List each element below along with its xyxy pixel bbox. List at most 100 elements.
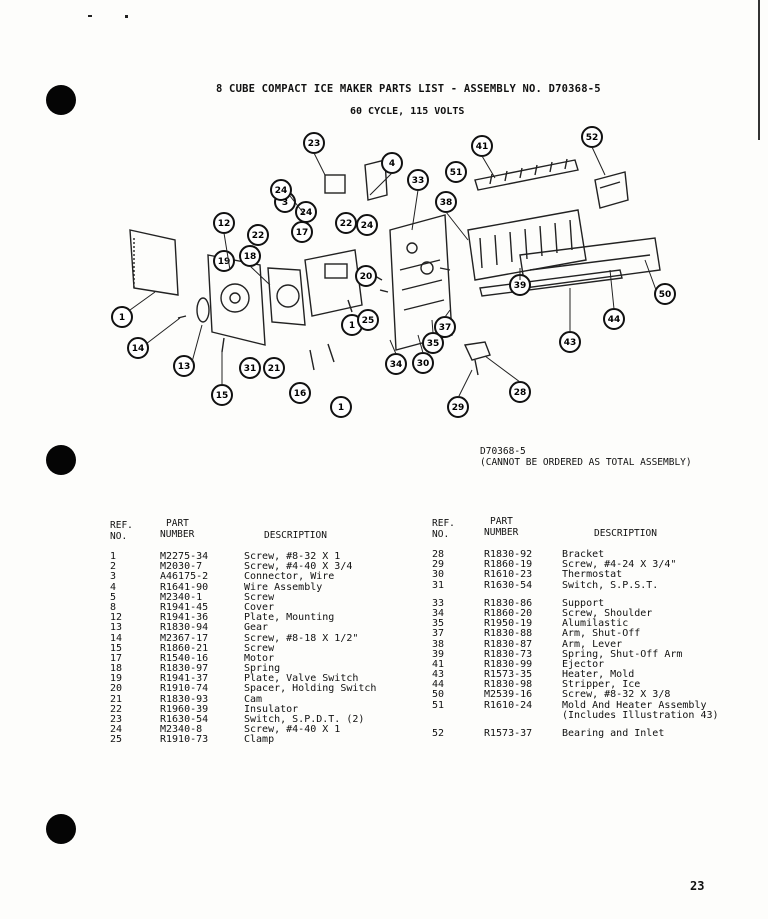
svg-text:1: 1 xyxy=(119,313,125,323)
part-number-cell: R1630-54 xyxy=(484,579,533,591)
svg-text:17: 17 xyxy=(296,228,309,238)
part-number-cell: R1630-54 xyxy=(160,714,209,725)
binder-hole-bottom xyxy=(46,814,76,844)
ref-no-cell: 19 xyxy=(110,673,123,685)
description-cell: Connector, Wire xyxy=(244,571,335,583)
ref-no-cell: 5 xyxy=(110,591,117,603)
svg-text:22: 22 xyxy=(252,231,265,241)
svg-text:13: 13 xyxy=(178,362,191,372)
part-number-cell: R1641-90 xyxy=(160,581,209,593)
part-number-cell: R1830-86 xyxy=(484,597,533,609)
svg-text:51: 51 xyxy=(450,168,463,178)
ref-no-cell: 23 xyxy=(110,714,123,725)
description-cell: Arm, Shut-Off xyxy=(562,628,641,640)
svg-text:52: 52 xyxy=(586,133,599,143)
svg-text:39: 39 xyxy=(514,281,527,291)
part-number-cell: M2367-17 xyxy=(160,632,209,644)
svg-text:31: 31 xyxy=(244,364,257,374)
part-number-cell xyxy=(484,711,562,721)
ref-no-cell: 12 xyxy=(110,612,123,624)
part-number-cell: R1830-87 xyxy=(484,638,533,650)
part-number-cell: R1830-92 xyxy=(484,549,533,560)
description-cell: Spring xyxy=(244,663,281,675)
description-cell: Screw, #8-32 X 1 xyxy=(244,551,341,562)
description-cell: (Includes Illustration 43) xyxy=(562,709,719,721)
ref-no-cell: 2 xyxy=(110,561,117,573)
part-number-cell: R1830-73 xyxy=(484,648,533,660)
ref-no-cell xyxy=(432,711,484,721)
description-cell: Arm, Lever xyxy=(562,638,623,650)
svg-text:23: 23 xyxy=(308,139,321,149)
description-cell: Bracket xyxy=(562,549,605,560)
svg-text:14: 14 xyxy=(132,344,145,354)
svg-text:3: 3 xyxy=(282,198,288,208)
description-cell: Ejector xyxy=(562,658,605,670)
exploded-parts-diagram: 1 14 13 15 12 19 22 18 3 24 17 23 24 22 … xyxy=(111,126,676,418)
description-cell: Cam xyxy=(244,693,263,705)
part-number-header: PART NUMBER xyxy=(160,518,195,540)
ref-no-cell: 17 xyxy=(110,652,123,664)
ref-no-header: REF. NO. xyxy=(432,518,455,540)
part-number-cell: R1830-97 xyxy=(160,663,209,675)
description-cell: Gear xyxy=(244,622,269,634)
ref-no-cell: 21 xyxy=(110,693,123,705)
ref-no-cell: 14 xyxy=(110,632,123,644)
part-number-header: PART NUMBER xyxy=(484,516,519,538)
description-cell: Bearing and Inlet xyxy=(562,728,665,739)
ref-no-cell: 4 xyxy=(110,581,117,593)
table-row: (Includes Illustration 43) xyxy=(432,709,719,721)
svg-text:41: 41 xyxy=(476,142,489,152)
svg-text:16: 16 xyxy=(294,389,307,399)
ref-no-cell: 18 xyxy=(110,663,123,675)
description-header: DESCRIPTION xyxy=(594,528,657,539)
ref-no-cell: 43 xyxy=(432,669,445,681)
part-number-cell: R1860-21 xyxy=(160,642,209,654)
scan-mark xyxy=(88,15,92,17)
part-number-cell: R1860-20 xyxy=(484,607,533,619)
svg-text:24: 24 xyxy=(275,186,288,196)
ref-no-cell: 31 xyxy=(432,579,445,591)
part-number-cell: A46175-2 xyxy=(160,571,209,583)
part-number-cell: R1830-88 xyxy=(484,628,533,640)
ref-no-cell: 33 xyxy=(432,597,445,609)
part-number-cell: R1573-35 xyxy=(484,669,533,681)
description-cell: Stripper, Ice xyxy=(562,679,641,691)
part-outlines xyxy=(129,158,661,376)
description-cell: Screw, Shoulder xyxy=(562,607,653,619)
ref-no-cell: 24 xyxy=(110,724,123,736)
description-cell: Screw, #4-24 X 3/4" xyxy=(562,559,677,571)
svg-text:12: 12 xyxy=(218,219,231,229)
part-number-cell: M2340-8 xyxy=(160,724,203,736)
ref-no-cell: 28 xyxy=(432,549,445,560)
binder-hole-top xyxy=(46,85,76,115)
table-row: 4 R1641-90 Wire Assembly xyxy=(110,581,376,593)
svg-text:15: 15 xyxy=(216,391,229,401)
scan-mark xyxy=(125,15,128,18)
part-number-cell: R1830-93 xyxy=(160,693,209,705)
part-number-cell: R1941-45 xyxy=(160,601,209,613)
ref-no-cell: 13 xyxy=(110,622,123,634)
description-cell: Wire Assembly xyxy=(244,581,323,593)
table-row: 21 R1830-93 Cam xyxy=(110,693,376,705)
description-cell: Screw, #4-40 X 1 xyxy=(244,724,341,736)
ref-no-cell: 29 xyxy=(432,559,445,571)
svg-text:21: 21 xyxy=(268,364,281,374)
svg-text:25: 25 xyxy=(362,316,375,326)
